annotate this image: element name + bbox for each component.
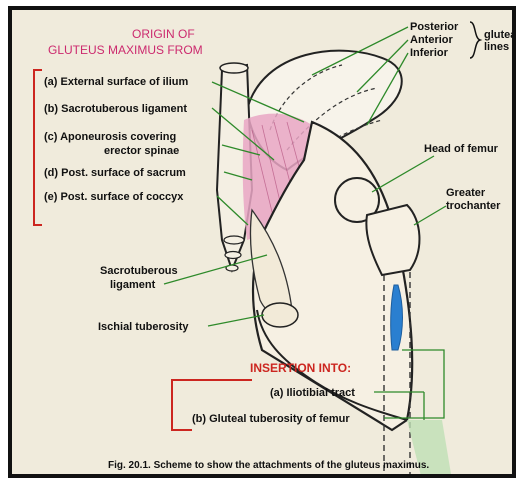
gluteal-line-posterior: Posterior	[410, 21, 459, 33]
origin-item-d: (d) Post. surface of sacrum	[44, 167, 186, 179]
label-sacrotuberous-1: Sacrotuberous	[100, 265, 178, 277]
origin-item-e: (e) Post. surface of coccyx	[44, 191, 184, 203]
origin-title-line2: GLUTEUS MAXIMUS FROM	[48, 43, 203, 57]
gluteal-tuberosity-insertion	[391, 285, 403, 350]
origin-title-line1: ORIGIN OF	[132, 27, 195, 41]
gluteal-lines-group-label: gluteal	[484, 29, 512, 41]
label-sacrotuberous-2: ligament	[110, 279, 156, 291]
label-head-of-femur: Head of femur	[424, 143, 499, 155]
origin-item-c: (c) Aponeurosis covering	[44, 131, 176, 143]
label-greater-trochanter-1: Greater	[446, 187, 486, 199]
gluteal-lines-group-label2: lines	[484, 41, 509, 53]
label-greater-trochanter-2: trochanter	[446, 200, 501, 212]
origin-item-b: (b) Sacrotuberous ligament	[44, 103, 187, 115]
origin-item-a: (a) External surface of ilium	[44, 76, 188, 88]
gluteus-maximus-diagram: ORIGIN OF GLUTEUS MAXIMUS FROM (a) Exter…	[12, 10, 512, 474]
insertion-title: INSERTION INTO:	[250, 361, 351, 375]
ischial-tuberosity	[262, 303, 298, 327]
sacrum-top	[220, 63, 248, 73]
figure-frame: ORIGIN OF GLUTEUS MAXIMUS FROM (a) Exter…	[8, 6, 516, 478]
insertion-item-b: (b) Gluteal tuberosity of femur	[192, 413, 350, 425]
label-ischial-tuberosity: Ischial tuberosity	[98, 321, 189, 333]
origin-item-c-cont: erector spinae	[104, 145, 179, 157]
insertion-item-a: (a) Iliotibial tract	[270, 387, 355, 399]
gluteal-line-inferior: Inferior	[410, 47, 449, 59]
gluteal-line-anterior: Anterior	[410, 34, 454, 46]
figure-caption: Fig. 20.1. Scheme to show the attachment…	[108, 460, 429, 471]
